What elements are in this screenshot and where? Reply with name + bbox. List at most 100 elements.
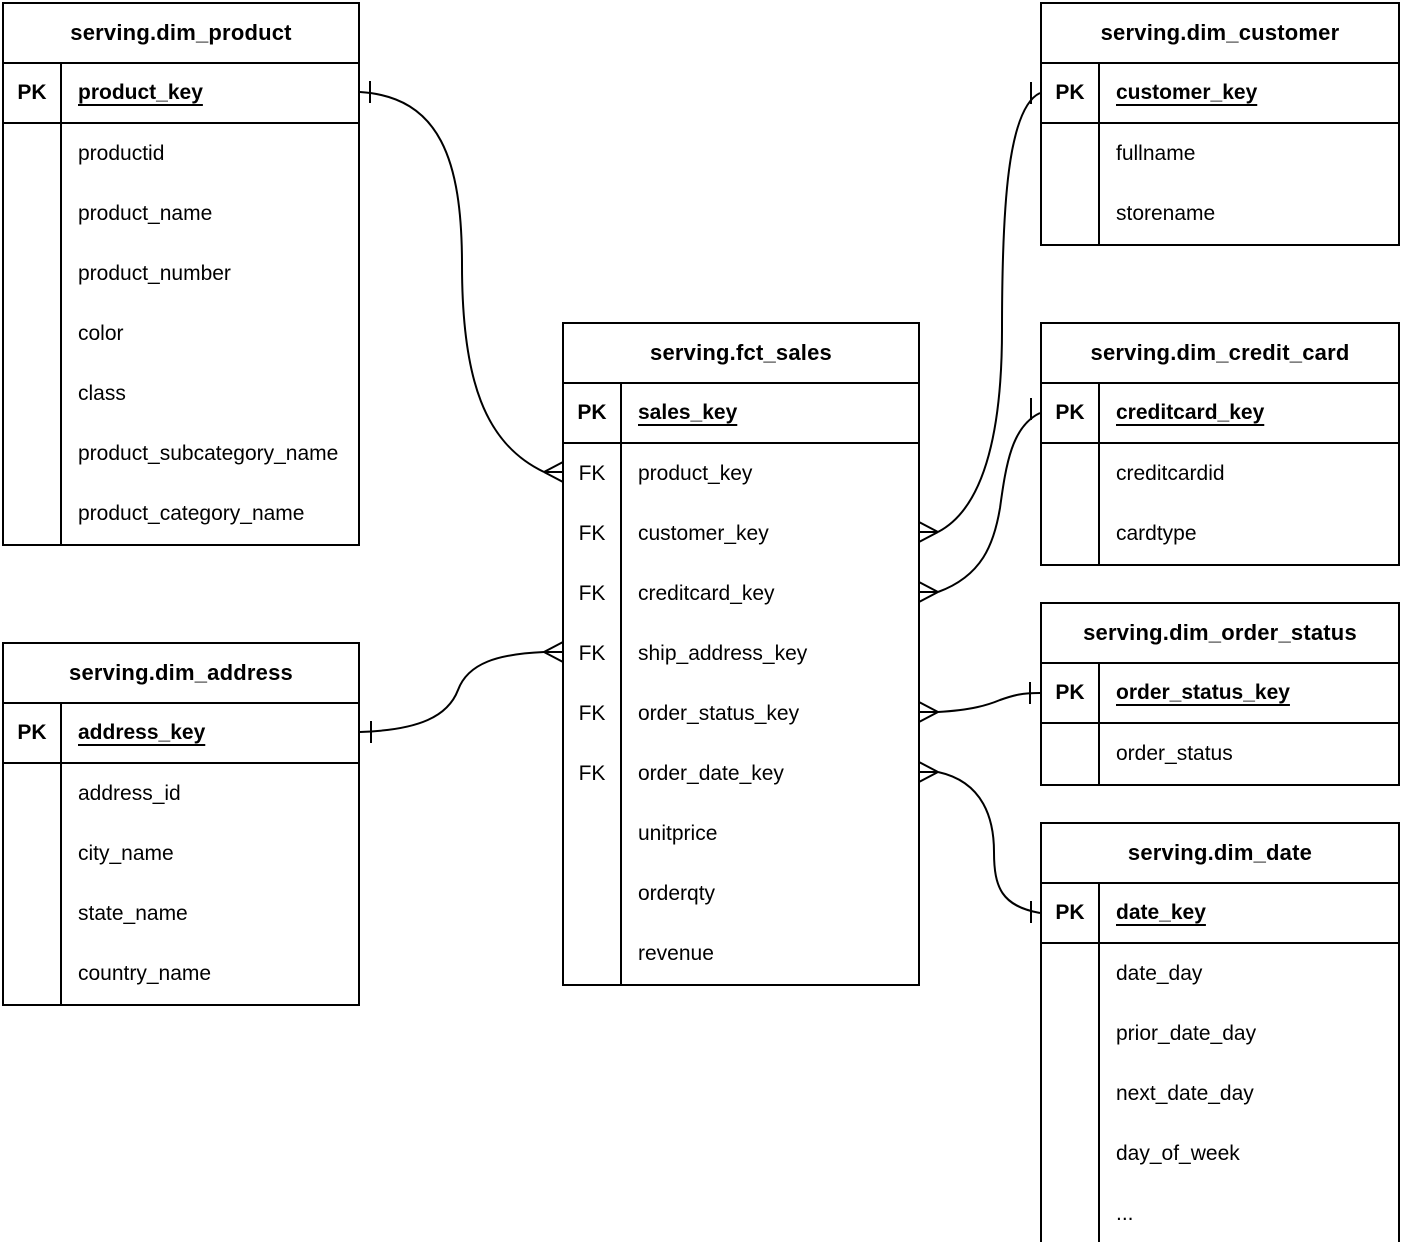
field-name: class <box>78 381 126 405</box>
field-name: order_​status_​key <box>638 701 800 725</box>
key-badge: FK <box>564 444 622 504</box>
key-badge <box>1042 1184 1100 1242</box>
field-name: next_​date_​day <box>1116 1081 1254 1105</box>
key-badge: FK <box>564 564 622 624</box>
table-title: serving.dim_date <box>1042 824 1398 884</box>
key-badge <box>1042 1124 1100 1184</box>
table-title: serving.dim_customer <box>1042 4 1398 64</box>
table-row: FK product_​key <box>564 444 918 504</box>
field-name: ... <box>1116 1201 1134 1225</box>
key-badge <box>4 884 62 944</box>
table-row: productid <box>4 124 358 184</box>
field-name: orderqty <box>638 881 716 905</box>
table-row: product_​category_​name <box>4 484 358 544</box>
table-row: country_​name <box>4 944 358 1004</box>
field-name: country_​name <box>78 961 212 985</box>
field-name: product_​subcategory_​name <box>78 441 339 465</box>
key-badge <box>4 484 62 544</box>
table-row: color <box>4 304 358 364</box>
crow-foot-many-icon <box>918 581 939 603</box>
table-row: product_​subcategory_​name <box>4 424 358 484</box>
field-name: fullname <box>1116 141 1196 165</box>
crow-foot-many-icon <box>918 521 939 543</box>
table-row: creditcardid <box>1042 444 1398 504</box>
relation-line <box>937 412 1041 593</box>
relation-address-to-sales <box>359 641 564 743</box>
key-badge <box>1042 124 1100 184</box>
key-badge: FK <box>564 684 622 744</box>
table-row: product_​name <box>4 184 358 244</box>
relation-customer-to-sales <box>918 82 1041 543</box>
key-badge: PK <box>564 384 622 442</box>
table-row: revenue <box>564 924 918 984</box>
table-row: date_​day <box>1042 944 1398 1004</box>
key-badge: PK <box>1042 664 1100 722</box>
key-badge <box>4 304 62 364</box>
key-badge <box>4 944 62 1004</box>
field-name: creditcardid <box>1116 461 1225 485</box>
field-name: product_​key <box>78 80 203 104</box>
table-row: unitprice <box>564 804 918 864</box>
field-name: product_​category_​name <box>78 501 305 525</box>
key-badge <box>1042 184 1100 244</box>
table-title: serving.dim_product <box>4 4 358 64</box>
relation-orderstatus-to-sales <box>918 682 1041 723</box>
key-badge: FK <box>564 624 622 684</box>
table-title: serving.dim_address <box>4 644 358 704</box>
key-badge <box>564 924 622 984</box>
field-name: product_​key <box>638 461 753 485</box>
key-badge: PK <box>4 704 62 762</box>
key-badge <box>4 244 62 304</box>
field-name: date_​key <box>1116 900 1206 924</box>
key-badge <box>1042 724 1100 784</box>
relation-line <box>937 92 1041 533</box>
relation-line <box>937 771 1041 914</box>
table-row: address_​id <box>4 764 358 824</box>
field-name: sales_​key <box>638 400 738 424</box>
crow-foot-many-icon <box>543 461 564 483</box>
table-row: day_​of_​week <box>1042 1124 1398 1184</box>
table-row: city_​name <box>4 824 358 884</box>
key-badge <box>4 824 62 884</box>
relation-line <box>359 651 545 733</box>
field-name: day_​of_​week <box>1116 1141 1240 1165</box>
table-row: order_​status <box>1042 724 1398 784</box>
field-name: date_​day <box>1116 961 1203 985</box>
crow-foot-many-icon <box>543 641 564 663</box>
table-title: serving.dim_credit_card <box>1042 324 1398 384</box>
field-name: prior_​date_​day <box>1116 1021 1257 1045</box>
relation-line <box>937 692 1041 713</box>
key-badge: PK <box>1042 384 1100 442</box>
relation-creditcard-to-sales <box>918 398 1041 603</box>
field-name: product_​number <box>78 261 231 285</box>
field-name: product_​name <box>78 201 213 225</box>
key-badge <box>4 184 62 244</box>
table-row: storename <box>1042 184 1398 244</box>
table-row: prior_​date_​day <box>1042 1004 1398 1064</box>
key-badge <box>1042 1004 1100 1064</box>
relation-date-to-sales <box>918 761 1041 923</box>
field-name: storename <box>1116 201 1216 225</box>
table-row: class <box>4 364 358 424</box>
table-row: next_​date_​day <box>1042 1064 1398 1124</box>
field-name: state_​name <box>78 901 188 925</box>
key-badge <box>1042 504 1100 564</box>
field-name: color <box>78 321 124 345</box>
relation-line <box>359 91 545 473</box>
